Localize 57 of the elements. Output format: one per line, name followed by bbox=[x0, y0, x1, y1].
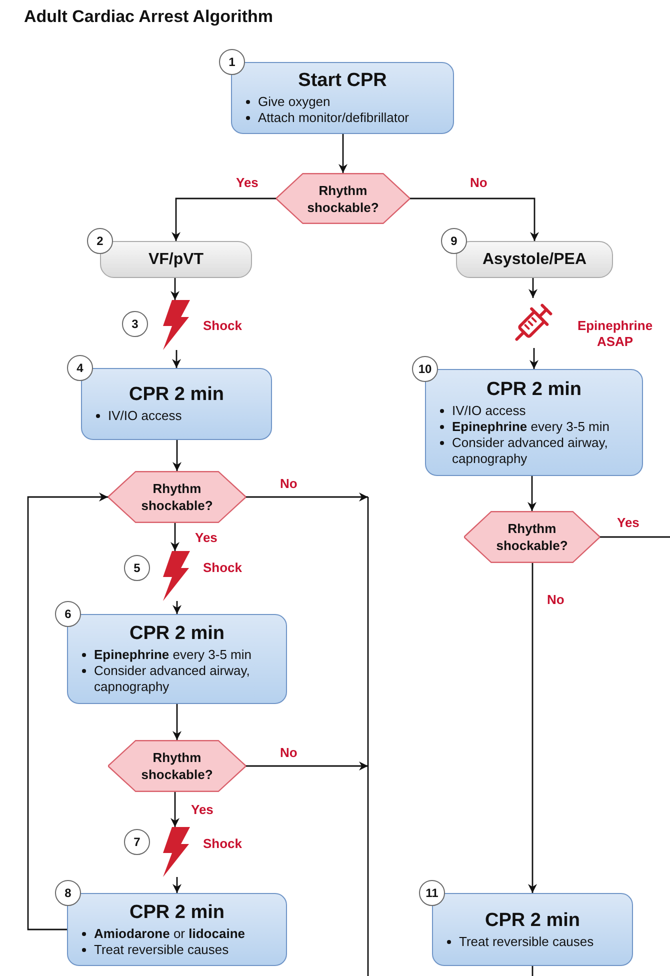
arrow bbox=[172, 704, 182, 740]
step-heading: Start CPR bbox=[297, 70, 388, 92]
step-number: 5 bbox=[124, 555, 150, 581]
step-heading: CPR 2 min bbox=[128, 623, 226, 645]
decision-question: Rhythm shockable? bbox=[495, 520, 569, 554]
step-number: 4 bbox=[67, 355, 93, 381]
step-number: 2 bbox=[87, 228, 113, 254]
arrow bbox=[528, 476, 536, 511]
step-heading: CPR 2 min bbox=[485, 378, 583, 400]
lightning-bolt-icon bbox=[160, 827, 190, 877]
step-number: 9 bbox=[441, 228, 467, 254]
arrow bbox=[172, 601, 182, 614]
step-number: 6 bbox=[55, 601, 81, 627]
diagram-title: Adult Cardiac Arrest Algorithm bbox=[24, 7, 274, 27]
arrow bbox=[170, 523, 180, 551]
bullet-item: Give oxygen bbox=[242, 94, 443, 110]
arrow bbox=[528, 278, 538, 298]
decision-question: Rhythm shockable? bbox=[140, 480, 214, 514]
bullet-item: Epinephrine every 3-5 min bbox=[436, 418, 632, 434]
lightning-bolt-icon bbox=[160, 551, 190, 601]
bullet-item: Amiodarone or lidocaine bbox=[78, 926, 276, 942]
arrow bbox=[172, 877, 182, 893]
step-number: 10 bbox=[412, 356, 438, 382]
decision-question: Rhythm shockable? bbox=[140, 749, 214, 783]
bullet-item: Treat reversible causes bbox=[78, 942, 276, 958]
step-heading: CPR 2 min bbox=[128, 384, 226, 406]
rhythm-box bbox=[456, 241, 613, 278]
bullet-item: IV/IO access bbox=[92, 408, 261, 424]
bullet-item: Treat reversible causes bbox=[443, 934, 622, 950]
bullet-item: Attach monitor/defibrillator bbox=[242, 110, 443, 126]
arrow bbox=[410, 198, 539, 241]
decision-question: Rhythm shockable? bbox=[306, 182, 380, 216]
arrow bbox=[246, 762, 368, 770]
arrow bbox=[170, 792, 180, 827]
bullet-item: Consider advanced airway, capnography bbox=[436, 434, 632, 466]
step-number: 8 bbox=[55, 880, 81, 906]
step-number: 3 bbox=[122, 311, 148, 337]
bullet-item: Consider advanced airway, capnography bbox=[78, 663, 276, 695]
arrow bbox=[27, 492, 108, 930]
step-heading: CPR 2 min bbox=[484, 910, 582, 932]
arrow bbox=[170, 278, 180, 300]
arrow bbox=[530, 348, 538, 369]
arrow bbox=[172, 440, 182, 471]
rhythm-label: VF/pVT bbox=[148, 250, 204, 268]
bullet-item: IV/IO access bbox=[436, 402, 632, 418]
rhythm-label: Asystole/PEA bbox=[482, 250, 587, 268]
arrow bbox=[338, 134, 348, 173]
step-heading: CPR 2 min bbox=[128, 902, 226, 924]
arrow bbox=[172, 198, 276, 241]
bullet-item: Epinephrine every 3-5 min bbox=[78, 647, 276, 663]
arrow bbox=[528, 563, 537, 893]
arrow bbox=[172, 350, 181, 368]
step-number: 11 bbox=[419, 880, 445, 906]
arrow bbox=[246, 492, 368, 502]
step-number: 1 bbox=[219, 49, 245, 75]
lightning-bolt-icon bbox=[160, 300, 190, 350]
step-number: 7 bbox=[124, 829, 150, 855]
